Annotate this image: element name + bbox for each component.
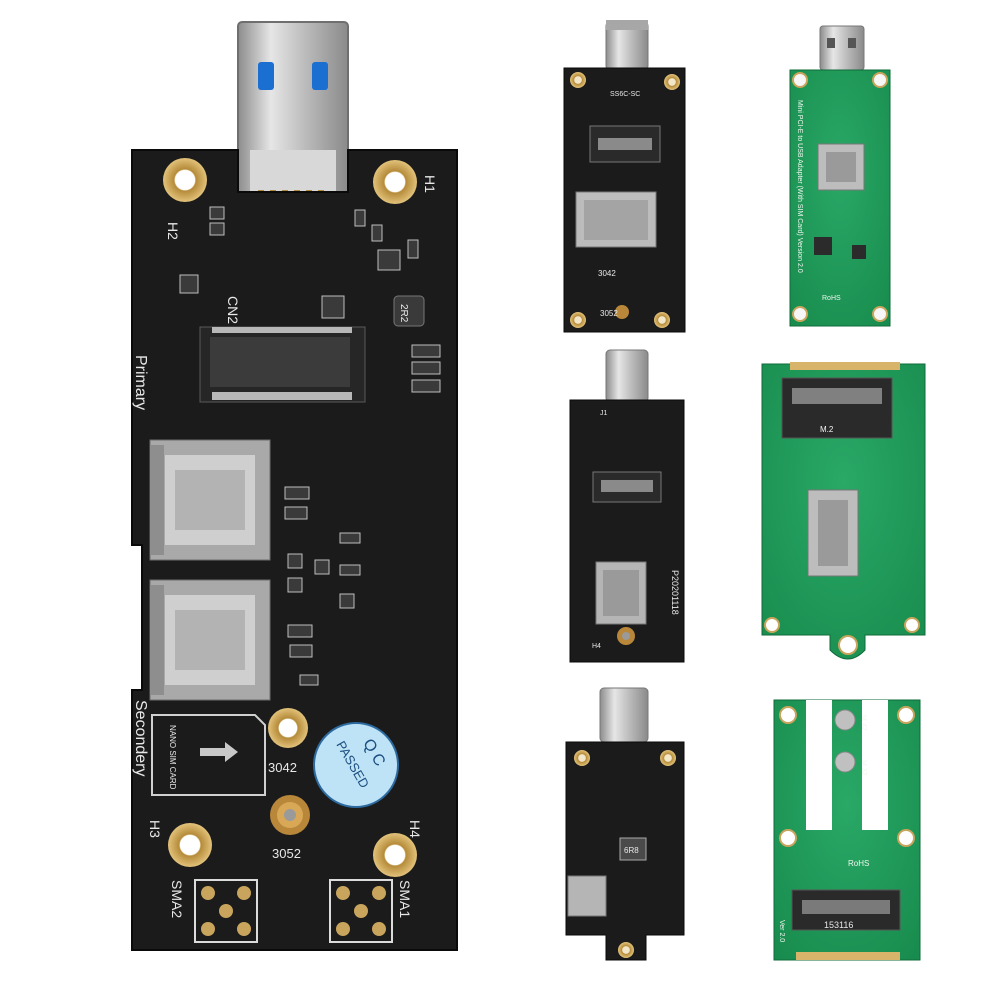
board-b-3042: 3042 bbox=[598, 269, 616, 278]
board-g-rohs: RoHS bbox=[848, 859, 869, 868]
sim-slot-secondary bbox=[149, 579, 271, 701]
board-g-version: Ver 2.0 bbox=[778, 920, 785, 942]
main-board: H2 H1 CN2 Primary Secondery H3 H4 3042 3… bbox=[131, 21, 458, 951]
sma1-pads bbox=[329, 879, 393, 943]
board-d-h4: H4 bbox=[592, 643, 601, 650]
label-secondary: Secondery bbox=[132, 700, 149, 777]
board-g-m32: M 32 bbox=[860, 760, 867, 776]
svg-text:2R2: 2R2 bbox=[398, 304, 409, 323]
smd-components bbox=[179, 206, 441, 686]
usb-a-plug bbox=[237, 21, 349, 210]
board-e: 6R8 bbox=[565, 687, 685, 961]
board-e-chip: 6R8 bbox=[624, 846, 639, 855]
mounting-hole-h2 bbox=[163, 158, 207, 202]
board-b-3052: 3052 bbox=[600, 309, 618, 318]
label-h1: H1 bbox=[422, 175, 438, 193]
sma2-pads bbox=[194, 879, 258, 943]
label-h3: H3 bbox=[147, 820, 163, 838]
mounting-hole-h3 bbox=[168, 823, 212, 867]
board-f-slot: M.2 bbox=[820, 425, 834, 434]
m2-slot bbox=[199, 326, 366, 403]
svg-text:NANO SIM CARD: NANO SIM CARD bbox=[168, 725, 177, 790]
label-h2: H2 bbox=[165, 222, 181, 240]
board-g-m42: M 42 bbox=[860, 715, 867, 731]
label-3052: 3052 bbox=[272, 846, 301, 861]
board-b: SS6C-SC 3042 3052 bbox=[563, 20, 686, 333]
board-g-code: 153116 bbox=[824, 920, 853, 930]
board-d: P20201118 J1 H4 bbox=[569, 349, 685, 663]
mounting-hole-h1 bbox=[373, 160, 417, 204]
board-d-date: P20201118 bbox=[670, 570, 680, 615]
board-b-chip: SS6C-SC bbox=[610, 91, 640, 98]
label-sma1: SMA1 bbox=[397, 880, 413, 918]
board-c-title: Mini PCI-E to USB Adapter (With SIM Card… bbox=[796, 100, 803, 273]
standoff-3052 bbox=[270, 795, 310, 835]
inductor: 2R2 bbox=[393, 295, 425, 327]
mounting-hole-3042 bbox=[268, 708, 308, 748]
label-3042: 3042 bbox=[268, 760, 297, 775]
board-c: Mini PCI-E to USB Adapter (With SIM Card… bbox=[789, 25, 891, 327]
board-f: M.2 bbox=[761, 362, 926, 660]
board-c-rohs: RoHS bbox=[822, 295, 841, 302]
label-sma2: SMA2 bbox=[169, 880, 185, 918]
label-h4: H4 bbox=[407, 820, 423, 838]
label-cn2: CN2 bbox=[225, 296, 241, 324]
nano-sim-outline: NANO SIM CARD bbox=[151, 714, 266, 796]
sim-slot-primary bbox=[149, 439, 271, 561]
qc-passed-sticker: Q C PASSED bbox=[313, 722, 399, 808]
mounting-hole-h4 bbox=[373, 833, 417, 877]
label-primary: Primary bbox=[132, 355, 149, 410]
board-d-j1: J1 bbox=[600, 410, 608, 417]
board-g: M 42 M 32 RoHS 153116 Ver 2.0 bbox=[773, 699, 921, 961]
